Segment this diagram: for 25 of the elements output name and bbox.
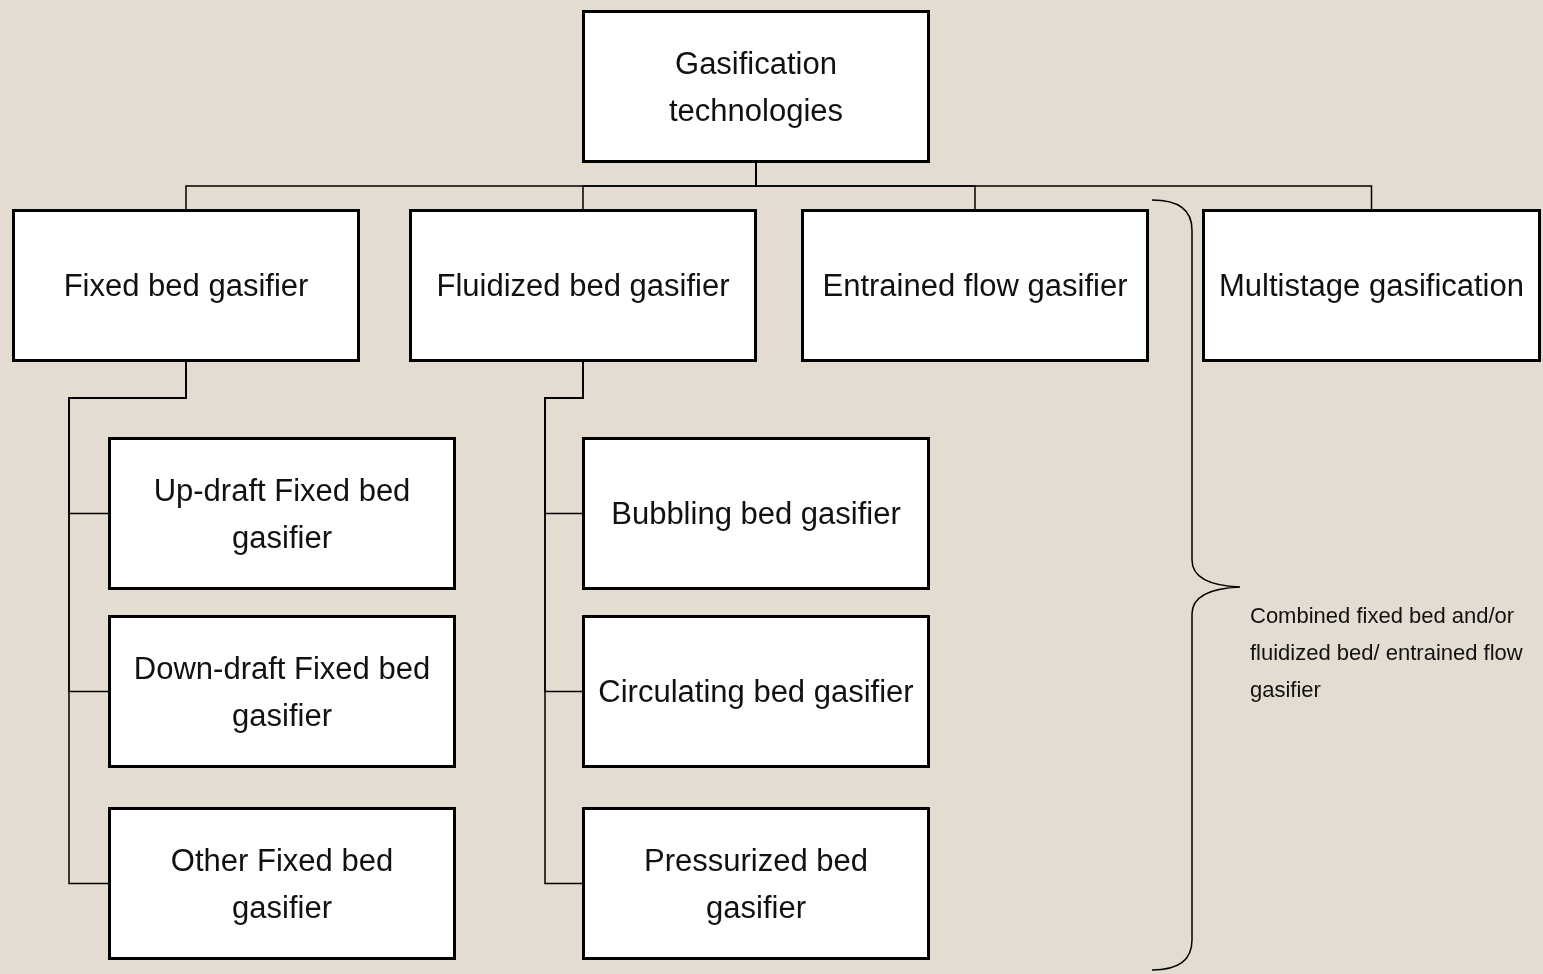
category-box xyxy=(409,209,757,362)
category-box xyxy=(801,209,1149,362)
category-box xyxy=(108,615,456,768)
box-label: Fluidized bed gasifier xyxy=(435,267,731,305)
connector-line xyxy=(544,361,584,885)
box-label: Entrained flow gasifier xyxy=(821,267,1129,305)
category-box xyxy=(582,615,930,768)
box-label: Pressurized bed gasifier xyxy=(643,841,869,927)
box-label: Multistage gasification xyxy=(1218,267,1525,305)
category-box xyxy=(582,807,930,960)
category-box xyxy=(582,437,930,590)
connector-line xyxy=(68,361,187,885)
box-label: Bubbling bed gasifier xyxy=(610,495,902,533)
category-box xyxy=(582,10,930,163)
box-label: Fixed bed gasifier xyxy=(62,267,310,305)
box-label: Gasification technologies xyxy=(667,44,845,130)
box-label: Other Fixed bed gasifier xyxy=(169,841,395,927)
box-label: Circulating bed gasifier xyxy=(597,673,915,711)
category-box xyxy=(108,807,456,960)
category-box xyxy=(1202,209,1541,362)
bracket-note: Combined fixed bed and/or fluidized bed/ entrained flow gasifier xyxy=(1250,602,1524,704)
category-box xyxy=(108,437,456,590)
box-label: Down-draft Fixed bed gasifier xyxy=(132,649,432,735)
box-label: Up-draft Fixed bed gasifier xyxy=(152,471,412,557)
category-box xyxy=(12,209,360,362)
